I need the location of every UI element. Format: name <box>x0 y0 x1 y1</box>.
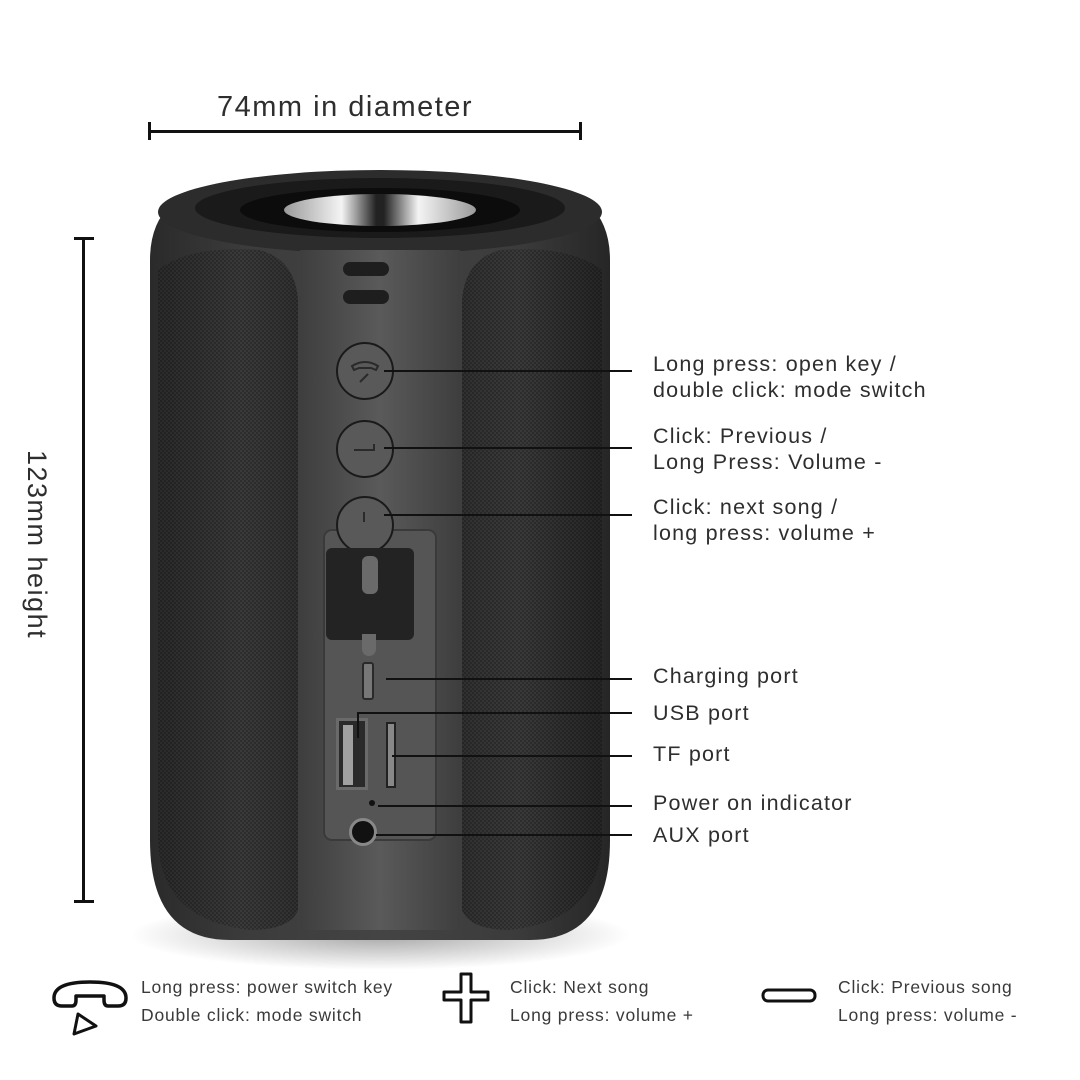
callout-line-usb-drop <box>357 712 359 738</box>
usb-port[interactable] <box>336 718 368 790</box>
callout-tf-port: TF port <box>653 742 731 766</box>
power-indicator-led <box>369 800 375 806</box>
callout-aux-port: AUX port <box>653 823 750 847</box>
legend-minus-text: Click: Previous song Long press: volume … <box>838 973 1017 1029</box>
minus-icon <box>761 988 817 1003</box>
callout-next-line1: Click: next song / <box>653 495 839 519</box>
diameter-dimension-line <box>148 122 582 140</box>
legend-power-text: Long press: power switch key Double clic… <box>141 973 393 1029</box>
callout-power-mode: Long press: open key / double click: mod… <box>653 351 927 403</box>
speaker-graphic <box>130 170 630 970</box>
legend-minus-line2: Long press: volume - <box>838 1005 1018 1025</box>
port-cover-tab <box>362 556 378 594</box>
next-button[interactable] <box>336 496 394 554</box>
legend-power-line2: Double click: mode switch <box>141 1005 363 1025</box>
callout-line-tf <box>392 755 632 757</box>
phone-play-icon <box>52 980 128 1036</box>
callout-line-usb <box>358 712 632 714</box>
plus-icon <box>442 972 490 1024</box>
legend-plus-icon <box>438 970 494 1026</box>
previous-button[interactable] <box>336 420 394 478</box>
callout-power-indicator: Power on indicator <box>653 791 853 815</box>
legend-plus-line1: Click: Next song <box>510 977 650 997</box>
legend-minus-line1: Click: Previous song <box>838 977 1013 997</box>
callout-line-power-indicator <box>378 805 632 807</box>
aux-port[interactable] <box>349 818 377 846</box>
height-label: 123mm height <box>22 450 52 640</box>
callout-next: Click: next song / long press: volume + <box>653 494 876 546</box>
callout-charging-port: Charging port <box>653 664 799 688</box>
callout-previous: Click: Previous / Long Press: Volume - <box>653 423 883 475</box>
callout-line-charging <box>386 678 632 680</box>
callout-line-previous <box>384 447 632 449</box>
speaker-illustration <box>130 150 650 970</box>
legend-phone-play-icon <box>46 976 134 1040</box>
legend-plus-text: Click: Next song Long press: volume + <box>510 973 694 1029</box>
diameter-label: 74mm in diameter <box>217 91 474 123</box>
height-dimension-line <box>74 237 94 903</box>
callout-previous-line2: Long Press: Volume - <box>653 450 883 474</box>
callout-previous-line1: Click: Previous / <box>653 424 828 448</box>
legend-plus-line2: Long press: volume + <box>510 1005 694 1025</box>
port-cover-hinge <box>362 634 376 656</box>
legend-power-line1: Long press: power switch key <box>141 977 393 997</box>
callout-line-power-mode <box>384 370 632 372</box>
plus-icon <box>363 512 365 522</box>
callout-line-next <box>384 514 632 516</box>
callout-line-aux <box>376 834 632 836</box>
legend-minus-icon <box>760 986 818 1006</box>
callout-next-line2: long press: volume + <box>653 521 876 545</box>
minus-icon <box>354 444 375 451</box>
charging-port[interactable] <box>362 662 374 700</box>
callout-power-mode-line2: double click: mode switch <box>653 378 927 402</box>
phone-icon <box>350 361 380 383</box>
callout-usb-port: USB port <box>653 701 750 725</box>
callout-power-mode-line1: Long press: open key / <box>653 352 897 376</box>
